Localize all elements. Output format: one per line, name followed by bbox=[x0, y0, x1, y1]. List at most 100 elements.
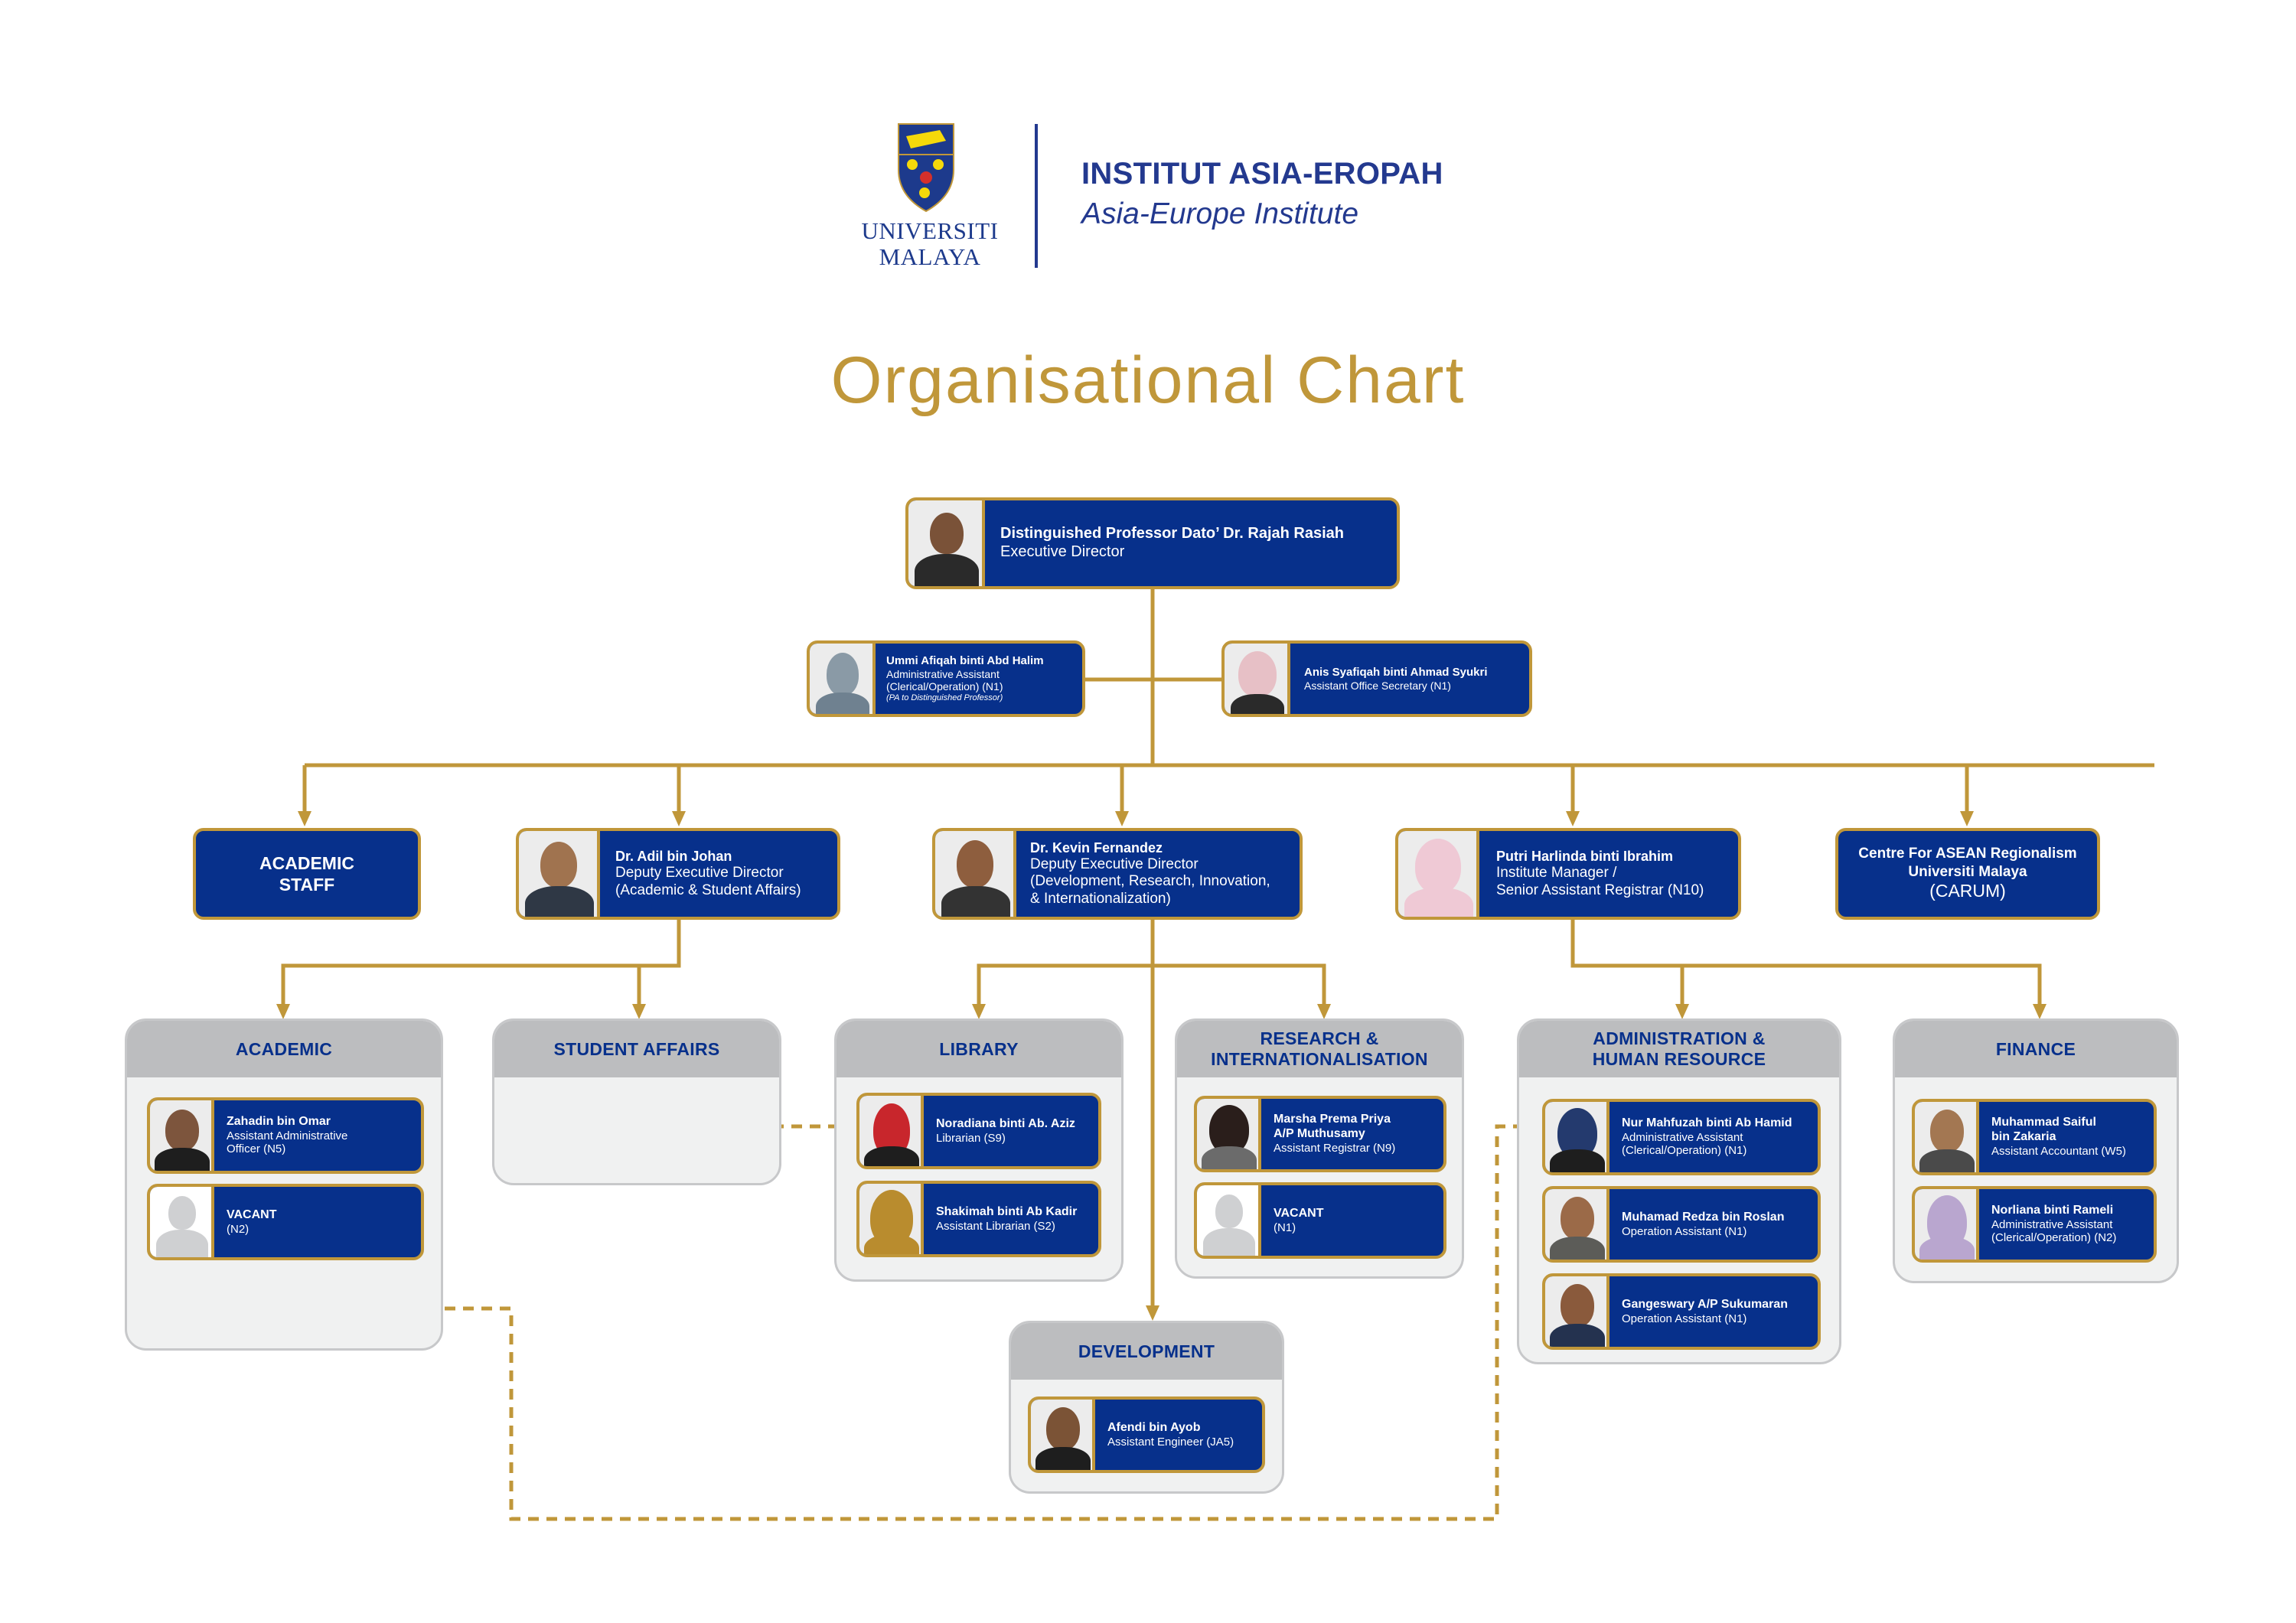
member-card-vacant[interactable]: VACANT(N1) bbox=[1194, 1182, 1446, 1259]
portrait-photo bbox=[519, 831, 600, 917]
person-role: Administrative Assistant bbox=[886, 667, 1000, 680]
person-role: & Internationalization) bbox=[1030, 890, 1171, 907]
portrait-photo bbox=[1545, 1189, 1609, 1260]
person-name: bin Zakaria bbox=[1991, 1130, 2056, 1144]
person-name: Distinguished Professor Dato’ Dr. Rajah … bbox=[1000, 525, 1345, 543]
dotted-academic-to-admin bbox=[371, 1124, 1517, 1521]
person-role: Assistant Office Secretary (N1) bbox=[1304, 679, 1451, 692]
person-role: Assistant Engineer (JA5) bbox=[1107, 1435, 1234, 1449]
portrait-photo bbox=[1398, 831, 1479, 917]
arrow-icon bbox=[1960, 811, 1974, 826]
person-role: Assistant Librarian (S2) bbox=[936, 1219, 1055, 1233]
portrait-photo bbox=[1225, 644, 1290, 714]
person-role: (Clerical/Operation) (N1) bbox=[1622, 1144, 1747, 1158]
person-name: Zahadin bin Omar bbox=[227, 1114, 331, 1128]
arrow-icon bbox=[1317, 1004, 1331, 1019]
portrait-photo bbox=[1545, 1102, 1609, 1172]
group-title: ADMINISTRATION &HUMAN RESOURCE bbox=[1519, 1021, 1839, 1077]
group-title-line: INTERNATIONALISATION bbox=[1211, 1049, 1428, 1069]
group-title-line: HUMAN RESOURCE bbox=[1592, 1049, 1766, 1069]
person-name: Noradiana binti Ab. Aziz bbox=[936, 1116, 1075, 1130]
carum-card[interactable]: Centre For ASEAN Regionalism Universiti … bbox=[1835, 828, 2100, 920]
portrait-photo bbox=[810, 644, 876, 714]
person-note: (PA to Distinguished Professor) bbox=[886, 693, 1003, 702]
arrow-icon bbox=[276, 1004, 290, 1019]
person-role: Assistant Accountant (W5) bbox=[1991, 1145, 2126, 1159]
person-role: (N1) bbox=[1274, 1221, 1296, 1234]
academic-staff-card[interactable]: ACADEMIC STAFF bbox=[193, 828, 421, 920]
deputy-card-adil[interactable]: Dr. Adil bin Johan Deputy Executive Dire… bbox=[516, 828, 840, 920]
institute-subtitle: Asia-Europe Institute bbox=[1081, 197, 1359, 230]
person-role: (N2) bbox=[227, 1222, 249, 1236]
person-role: Administrative Assistant bbox=[1622, 1130, 1743, 1144]
person-name: A/P Muthusamy bbox=[1274, 1127, 1365, 1141]
group-student-affairs: STUDENT AFFAIRS bbox=[492, 1018, 781, 1185]
group-research: RESEARCH &INTERNATIONALISATION Marsha Pr… bbox=[1175, 1018, 1464, 1279]
person-role: Librarian (S9) bbox=[936, 1131, 1006, 1145]
person-name: Dr. Adil bin Johan bbox=[615, 848, 732, 864]
person-name: Shakimah binti Ab Kadir bbox=[936, 1204, 1078, 1218]
portrait-photo bbox=[1031, 1400, 1095, 1470]
portrait-photo bbox=[859, 1184, 924, 1254]
group-title: STUDENT AFFAIRS bbox=[494, 1021, 779, 1077]
person-name: Ummi Afiqah binti Abd Halim bbox=[886, 654, 1044, 668]
person-role: (Clerical/Operation) (N1) bbox=[886, 680, 1003, 693]
person-name: Marsha Prema Priya bbox=[1274, 1113, 1391, 1126]
person-name: Muhammad Saiful bbox=[1991, 1116, 2096, 1129]
group-admin-hr: ADMINISTRATION &HUMAN RESOURCE Nur Mahfu… bbox=[1517, 1018, 1841, 1364]
university-name: UNIVERSITI MALAYA bbox=[857, 218, 1003, 270]
vacant-avatar-icon bbox=[1197, 1185, 1261, 1256]
person-name: VACANT bbox=[1274, 1206, 1324, 1220]
person-role: Executive Director bbox=[1000, 543, 1125, 560]
university-crest-logo bbox=[897, 122, 955, 213]
university-name-line: MALAYA bbox=[879, 243, 981, 270]
person-role: Institute Manager / bbox=[1496, 865, 1617, 882]
person-name: VACANT bbox=[227, 1207, 277, 1221]
portrait-photo bbox=[935, 831, 1016, 917]
deputy-card-kevin[interactable]: Dr. Kevin Fernandez Deputy Executive Dir… bbox=[932, 828, 1303, 920]
card-title: Universiti Malaya bbox=[1908, 864, 2027, 880]
group-title: LIBRARY bbox=[837, 1021, 1121, 1077]
institute-name: INSTITUT ASIA-EROPAH bbox=[1081, 157, 1443, 191]
person-role: (Clerical/Operation) (N2) bbox=[1991, 1231, 2117, 1245]
portrait-photo bbox=[859, 1096, 924, 1166]
arrow-icon bbox=[1675, 1004, 1689, 1019]
support-card-anis[interactable]: Anis Syafiqah binti Ahmad Syukri Assista… bbox=[1221, 640, 1532, 717]
arrow-icon bbox=[1115, 811, 1129, 826]
person-name: Norliana binti Rameli bbox=[1991, 1203, 2114, 1217]
line-kevin-lib-research bbox=[977, 963, 1326, 1012]
executive-director-card[interactable]: Distinguished Professor Dato’ Dr. Rajah … bbox=[905, 497, 1400, 589]
arrow-icon bbox=[1566, 811, 1580, 826]
arrow-icon bbox=[2033, 1004, 2047, 1019]
group-title-line: ADMINISTRATION & bbox=[1593, 1028, 1766, 1048]
group-title-line: RESEARCH & bbox=[1260, 1028, 1379, 1048]
person-role: Deputy Executive Director bbox=[615, 865, 784, 882]
manager-card-putri[interactable]: Putri Harlinda binti Ibrahim Institute M… bbox=[1395, 828, 1741, 920]
group-title: FINANCE bbox=[1895, 1021, 2177, 1077]
support-card-ummi[interactable]: Ummi Afiqah binti Abd Halim Administrati… bbox=[807, 640, 1085, 717]
header-divider bbox=[1035, 124, 1038, 268]
person-role: (Development, Research, Innovation, bbox=[1030, 873, 1270, 890]
group-title: ACADEMIC bbox=[127, 1021, 441, 1077]
member-card-vacant[interactable]: VACANT(N2) bbox=[147, 1184, 424, 1260]
person-name: Putri Harlinda binti Ibrahim bbox=[1496, 848, 1674, 864]
portrait-photo bbox=[1545, 1276, 1609, 1347]
person-role: Senior Assistant Registrar (N10) bbox=[1496, 882, 1704, 898]
person-role: Assistant Registrar (N9) bbox=[1274, 1142, 1396, 1155]
line-adil-student bbox=[637, 963, 679, 1012]
page-title: Organisational Chart bbox=[830, 344, 1466, 417]
portrait-photo bbox=[1915, 1189, 1979, 1260]
